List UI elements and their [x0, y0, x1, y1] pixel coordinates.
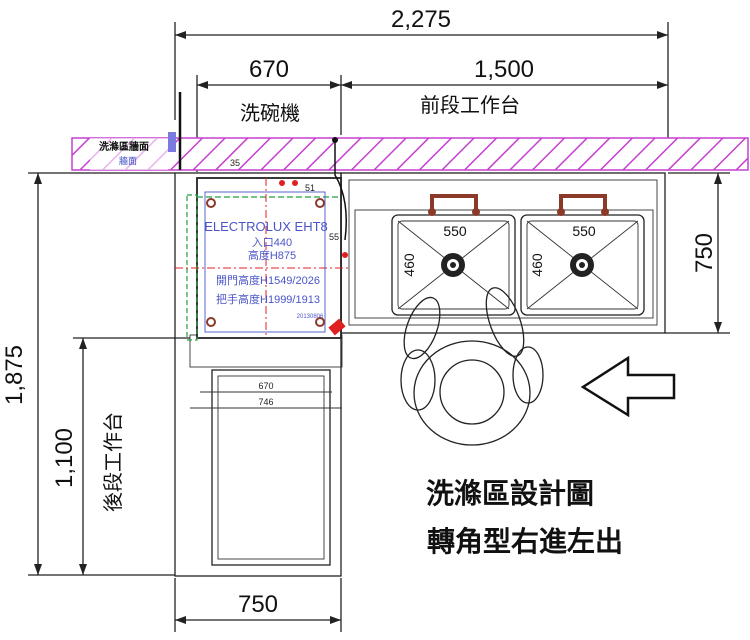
sink-1: 550 460	[391, 194, 516, 316]
machine-inlet: 入口440	[252, 237, 292, 249]
sink-2: 550 460	[520, 194, 645, 316]
wall-note-1: 洗滌區牆面	[99, 140, 149, 153]
bench-width-bottom-label: 750	[238, 591, 278, 618]
total-depth-label: 1,875	[1, 345, 28, 405]
wall-hatch	[71, 137, 749, 171]
machine-date: 20130806	[297, 314, 324, 320]
drawing-title: 洗滌區設計圖	[426, 477, 594, 510]
dimension-front-bench-width: 1,500	[341, 56, 668, 89]
faucet-2-icon	[557, 194, 609, 216]
dimension-rear-bench-depth: 1,100	[51, 337, 190, 575]
machine-door-height: 開門高度H1549/2026	[216, 273, 320, 287]
total-width-label: 2,275	[391, 6, 451, 33]
small-dimension-55: 55	[329, 232, 339, 242]
front-bench-label: 前段工作台	[420, 93, 520, 117]
faucet-1-icon	[428, 194, 480, 216]
inner-dimension-670: 670	[258, 381, 273, 391]
wall-marker	[168, 132, 176, 152]
machine-model: ELECTROLUX EHT8	[204, 219, 328, 234]
dishwasher-width-label: 670	[249, 56, 289, 83]
wall-note-backdrop	[90, 138, 168, 170]
sink-1-width: 550	[443, 223, 467, 239]
machine-handle-height: 把手高度H1999/1913	[216, 292, 320, 306]
dishwasher-label: 洗碗機	[240, 101, 300, 125]
dimension-bench-depth-right: 750	[665, 172, 730, 334]
drawing-subtitle: 轉角型右進左出	[427, 525, 623, 558]
wall-note-2: 牆面	[119, 155, 137, 167]
bench-depth-right-label: 750	[691, 233, 718, 273]
rear-bench: 670 746	[174, 172, 343, 577]
arrow-left-icon	[580, 355, 676, 418]
dimension-total-width: 2,275	[174, 6, 669, 145]
rear-bench-depth-label: 1,100	[51, 428, 78, 488]
machine-height: 高度H875	[248, 248, 296, 262]
rear-bench-label: 後段工作台	[101, 412, 125, 512]
dishwasher: 35 51 55 ELECTROLUX EHT8 入口440 高度H875 開門…	[175, 137, 350, 341]
dimension-bench-width-bottom: 750	[174, 578, 342, 632]
front-bench-width-label: 1,500	[474, 56, 534, 83]
small-dimension-51: 51	[305, 183, 315, 193]
sink-2-width: 550	[572, 223, 596, 239]
small-dimension-35: 35	[230, 158, 240, 168]
front-bench	[340, 172, 666, 334]
sink-2-depth: 460	[529, 253, 545, 277]
inner-dimension-746: 746	[258, 397, 273, 407]
sink-1-depth: 460	[401, 253, 417, 277]
dimension-total-depth: 1,875	[1, 172, 175, 576]
person-icon	[400, 287, 544, 446]
